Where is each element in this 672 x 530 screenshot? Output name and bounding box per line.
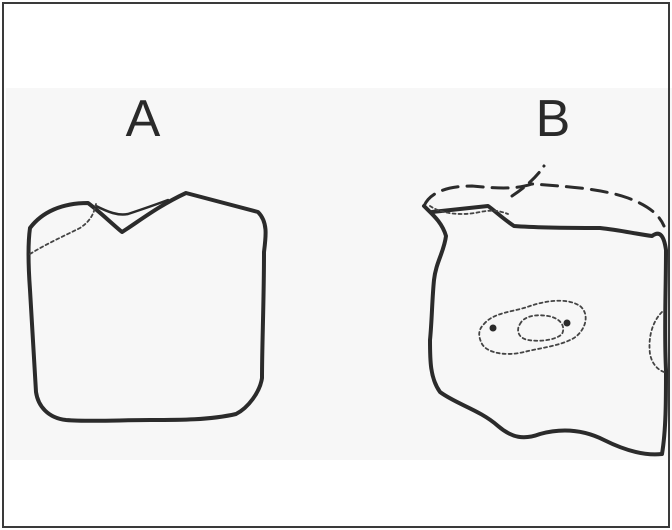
panel-b-label: B xyxy=(536,90,571,148)
panel-b-dot-right xyxy=(564,320,571,327)
panel-a-label: A xyxy=(126,90,161,148)
panel-band xyxy=(6,88,672,460)
panel-b-dot-left xyxy=(490,325,497,332)
